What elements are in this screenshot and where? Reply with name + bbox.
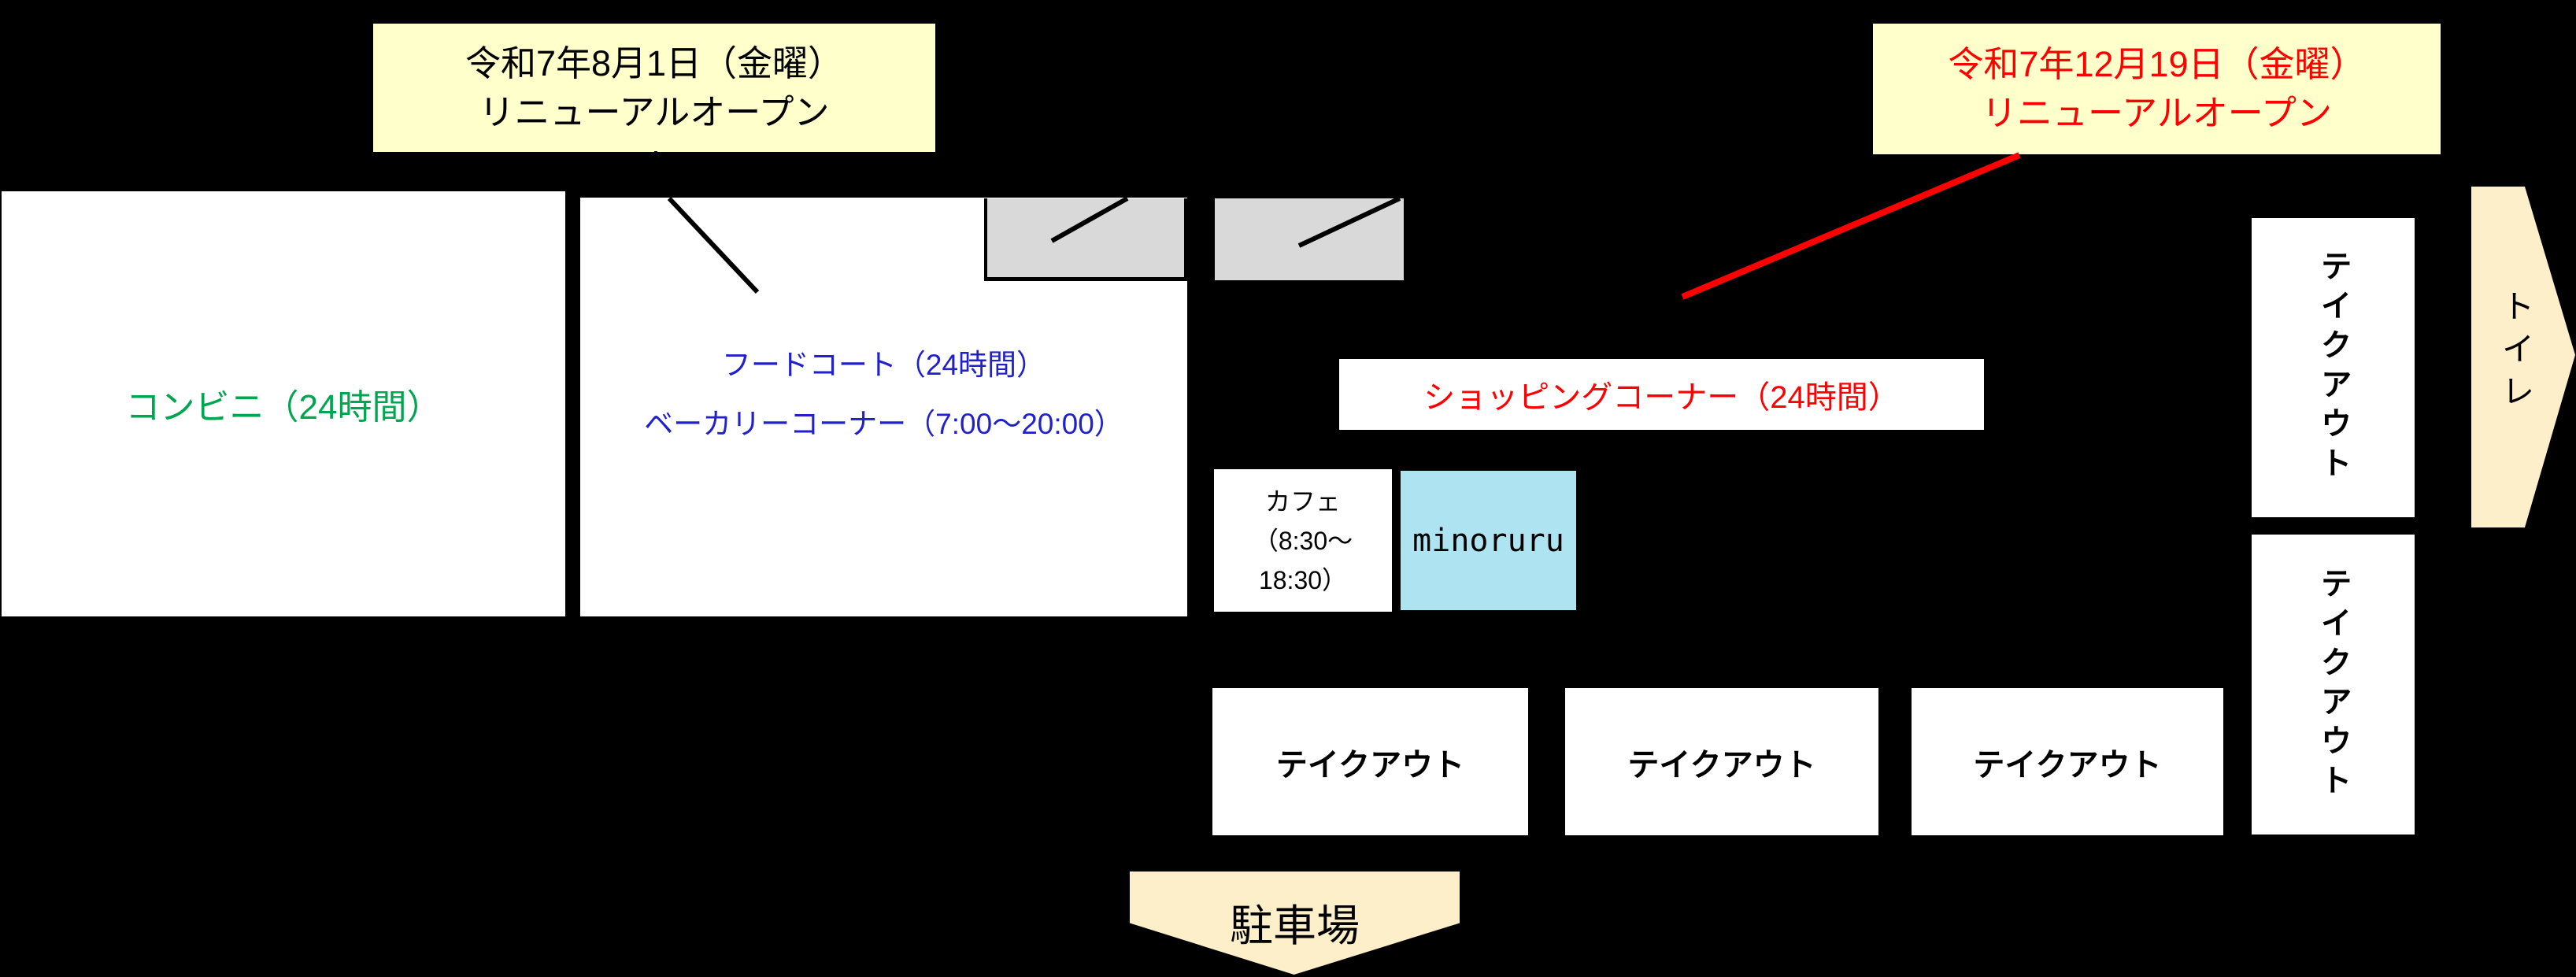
- takeout-1-label: テイクアウト: [1275, 747, 1465, 783]
- callout-december-renewal: 令和7年12月19日（金曜） リニューアルオープン: [1873, 24, 2441, 154]
- toilet-label: トイレ: [2497, 289, 2534, 416]
- callout-august-text: リニューアルオープン: [479, 91, 830, 132]
- room-shopping-corner: ショッピングコーナー（24時間）: [1339, 359, 1984, 430]
- minoruru-label: minoruru: [1412, 522, 1564, 559]
- food-court-label: フードコート（24時間）: [721, 349, 1046, 381]
- takeout-v1-label: テイクアウト: [2315, 250, 2351, 486]
- parking-arrow-sign: 駐車場: [1130, 872, 1460, 975]
- takeout-3-label: テイクアウト: [1973, 747, 2162, 783]
- room-cafe: カフェ （8:30～ 18:30）: [1214, 469, 1392, 612]
- room-takeout-vertical-1: テイクアウト: [2252, 218, 2415, 517]
- room-takeout-2: テイクアウト: [1565, 688, 1878, 835]
- toilet-arrow-sign: トイレ: [2471, 187, 2575, 527]
- cafe-label: カフェ: [1264, 487, 1341, 516]
- bakery-corner-label: ベーカリーコーナー（7:00～20:00）: [644, 408, 1123, 440]
- december-leader-line: [1681, 152, 2021, 300]
- convenience-store-label: コンビニ（24時間）: [125, 388, 442, 427]
- room-takeout-3: テイクアウト: [1912, 688, 2223, 835]
- callout-december-text: リニューアルオープン: [1981, 93, 2333, 133]
- takeout-v2-label: テイクアウト: [2315, 566, 2351, 803]
- callout-august-date: 令和7年8月1日（金曜）: [464, 43, 844, 83]
- room-takeout-1: テイクアウト: [1212, 688, 1528, 835]
- callout-august-renewal: 令和7年8月1日（金曜） リニューアルオープン: [373, 24, 935, 152]
- callout-december-date: 令和7年12月19日（金曜）: [1948, 44, 2366, 84]
- room-convenience-store: コンビニ（24時間）: [2, 191, 565, 616]
- shopping-corner-label: ショッピングコーナー（24時間）: [1423, 380, 1900, 415]
- cafe-hours-open: （8:30～: [1253, 526, 1353, 555]
- entrance-box-right: [1215, 198, 1404, 280]
- room-takeout-vertical-2: テイクアウト: [2252, 535, 2415, 835]
- parking-label: 駐車場: [1229, 902, 1360, 950]
- entrance-box-left: [984, 198, 1187, 281]
- room-minoruru: minoruru: [1399, 469, 1578, 612]
- cafe-hours-close: 18:30）: [1258, 565, 1348, 594]
- takeout-2-label: テイクアウト: [1627, 747, 1816, 783]
